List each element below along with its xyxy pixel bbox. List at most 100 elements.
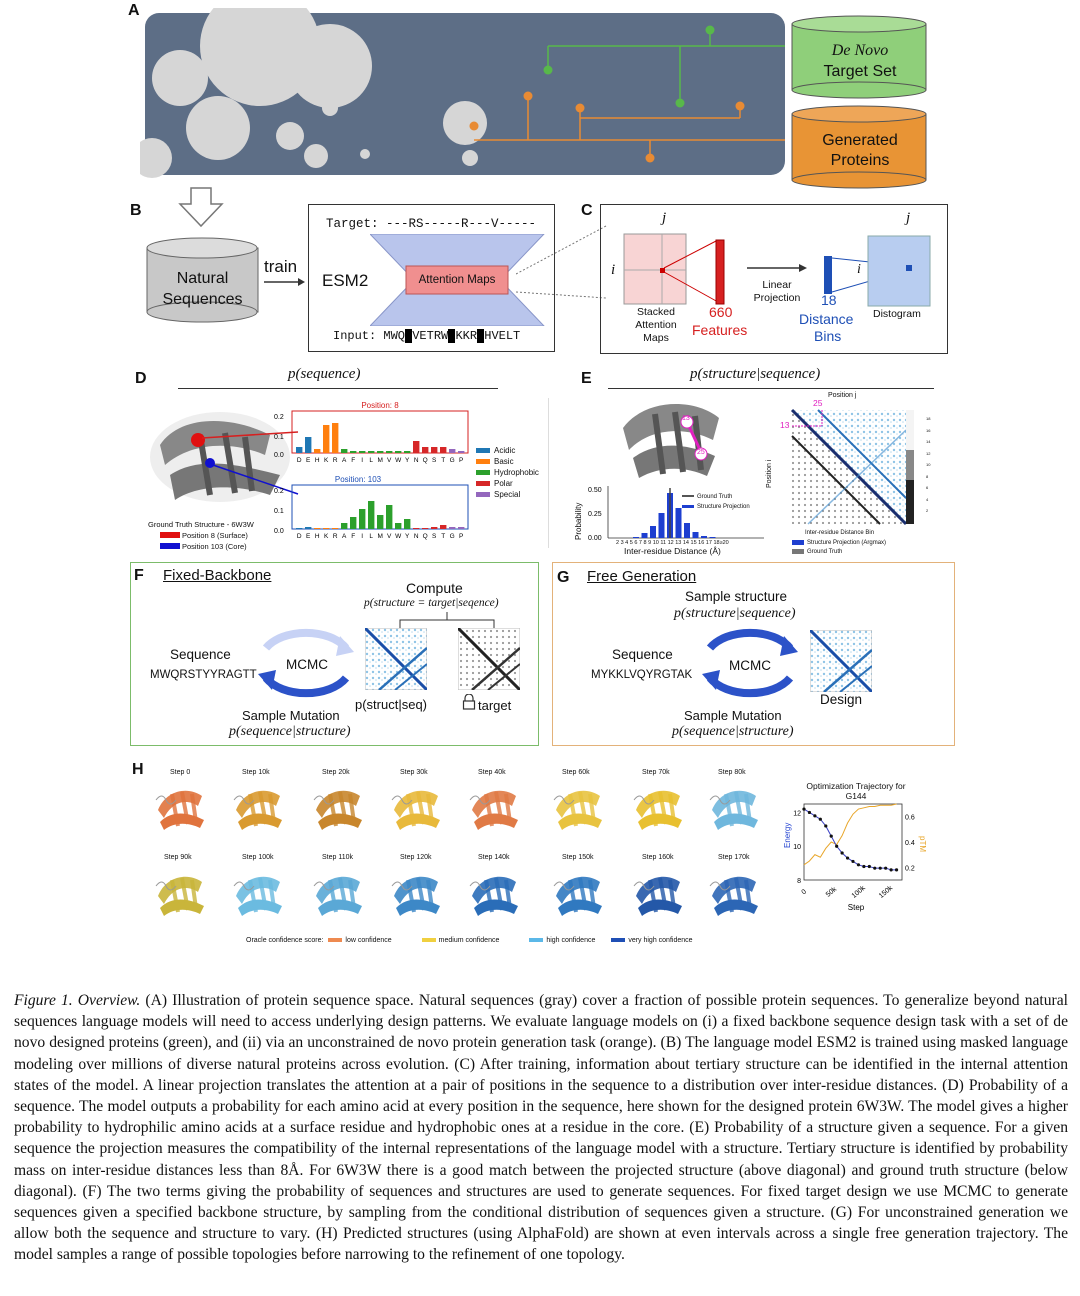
panel-label-b: B: [130, 202, 142, 219]
input-sequence: Input: MWQXVETRWXKKRXHVELT: [333, 329, 521, 343]
row1-step-label-3: Step 30k: [400, 769, 428, 776]
cbar-tick-8: 2: [926, 508, 929, 513]
e-ytick-1: 0.25: [588, 511, 602, 518]
pos103-tick-A: A: [342, 533, 347, 540]
linear-line2: Projection: [753, 292, 801, 304]
energy-point-15: [884, 866, 888, 870]
row2-protein-4: [469, 876, 518, 916]
pos8-tick-Q: Q: [423, 457, 428, 464]
panel-label-c: C: [581, 202, 593, 219]
traj-ylabel: Energy: [783, 823, 792, 848]
traj-y2tick-2: 0.6: [905, 815, 915, 822]
e-title: p(structure|sequence): [690, 366, 821, 382]
contact-map: [790, 408, 914, 526]
g-sample-formula: p(sequence|structure): [672, 724, 794, 739]
sp-bar-6: [650, 526, 656, 538]
row1-step-label-6: Step 70k: [642, 769, 670, 776]
energy-point-14: [878, 866, 882, 870]
pos8-tick-H: H: [315, 457, 320, 464]
c-i-label-right: i: [857, 262, 861, 277]
traj-ytick-0: 8: [797, 878, 801, 885]
down-arrow-icon: [178, 187, 224, 228]
f-mcmc: MCMC: [286, 657, 328, 672]
panel-label-d: D: [135, 370, 147, 387]
pos103-tick-H: H: [315, 533, 320, 540]
ground-truth-caption: Ground Truth Structure - 6W3W: [148, 520, 254, 529]
row1-protein-2: [313, 790, 362, 830]
pos8-tick-F: F: [351, 457, 355, 464]
row1-protein-3: [391, 790, 440, 830]
pos103-bar-Q: [422, 528, 429, 529]
row1-protein-5: [553, 790, 602, 830]
g-sequence: MYKKLVQYRGTAK: [591, 669, 693, 681]
traj-xtick-0: 0: [801, 888, 809, 896]
pos8-bar-I: [359, 451, 366, 453]
panel-label-f: F: [134, 567, 144, 584]
residue-class-legend: Acidic Basic Hydrophobic Polar Special: [476, 445, 539, 500]
linear-line1: Linear: [762, 279, 792, 291]
target-set-line2: Target Set: [823, 63, 897, 80]
cbar-tick-7: 4: [926, 496, 929, 502]
d-title: p(sequence): [288, 366, 361, 382]
f-sequence-label: Sequence: [170, 647, 231, 662]
pos103-bar-D: [296, 528, 303, 529]
e-ytick-2: 0.00: [588, 535, 602, 542]
target-sequence: Target: ---RS-----R---V-----: [326, 217, 537, 231]
pos103-tick-R: R: [333, 533, 338, 540]
pos8-bar-G: [449, 449, 456, 453]
cbar-tick-4: 10: [926, 462, 931, 467]
legend-gt: Ground Truth: [807, 549, 843, 555]
row1-step-label-5: Step 60k: [562, 769, 590, 776]
pos8-legend: Position 8 (Surface): [182, 531, 248, 540]
lock-icon: [462, 694, 476, 710]
pos103-tick-P: P: [459, 533, 463, 540]
energy-point-5: [829, 834, 833, 838]
traj-ytick-1: 10: [793, 844, 801, 851]
pos103-tick-I: I: [361, 533, 363, 540]
pos103-title: Position: 103: [335, 475, 382, 484]
low-conf-swatch: [328, 938, 343, 943]
generated-line1: Generated: [822, 132, 898, 149]
row2-step-label-6: Step 160k: [642, 854, 674, 861]
legend-vhigh: very high confidence: [628, 937, 693, 944]
pos8-tick-I: I: [361, 457, 363, 464]
caption-fig-label: Figure 1. Overview.: [14, 992, 141, 1009]
train-arrow-icon: [264, 278, 305, 286]
g-sequence-label: Sequence: [612, 647, 673, 662]
cbar-title: Inter-residue Distance Bin: [805, 530, 875, 536]
energy-point-8: [845, 856, 850, 860]
input-seq-seg3: HVELT: [484, 329, 521, 343]
pos103-bar-A: [341, 523, 348, 529]
pos8-bar-A: [341, 449, 348, 453]
e-struct-marker-13: 13: [682, 415, 690, 422]
g-title: Free Generation: [587, 568, 697, 585]
cbar-ticks: 18 16 14 12 10 8 6 4 2: [926, 413, 930, 517]
legend-sp-argmax: Structure Projection (Argmax): [807, 540, 887, 546]
cbar-tick-1: 16: [926, 427, 931, 433]
stacked-line2: Attention: [635, 319, 677, 331]
caption-text: (A) Illustration of protein sequence spa…: [14, 992, 1068, 1264]
legend-acidic: Acidic: [494, 446, 516, 455]
sp-bar-4: [633, 537, 639, 538]
pos103-tick-N: N: [414, 533, 419, 540]
stacked-line1: Stacked: [637, 306, 675, 318]
stacked-line3: Maps: [643, 332, 669, 344]
pos103-bar-G: [449, 527, 456, 529]
acidic-swatch: [476, 448, 490, 454]
energy-point-9: [851, 859, 855, 864]
energy-point-6: [835, 844, 839, 848]
pos8-tick-P: P: [459, 457, 463, 464]
traj-y2label: pTM: [918, 836, 926, 852]
row2-step-label-1: Step 100k: [242, 854, 274, 861]
target-set-line1: De Novo: [831, 42, 889, 59]
energy-point-17: [894, 868, 899, 872]
panel-label-e: E: [581, 370, 592, 387]
pos103-tick-D: D: [297, 533, 302, 540]
sp-bar-9: [675, 508, 682, 538]
traj-xtick-2: 100k: [851, 885, 868, 900]
high-conf-swatch: [529, 938, 544, 943]
train-label: train: [264, 257, 298, 276]
e-hist-legend: Ground Truth Structure Projection: [682, 492, 750, 512]
f-title: Fixed-Backbone: [163, 567, 272, 584]
f-compute: Compute: [406, 580, 463, 596]
